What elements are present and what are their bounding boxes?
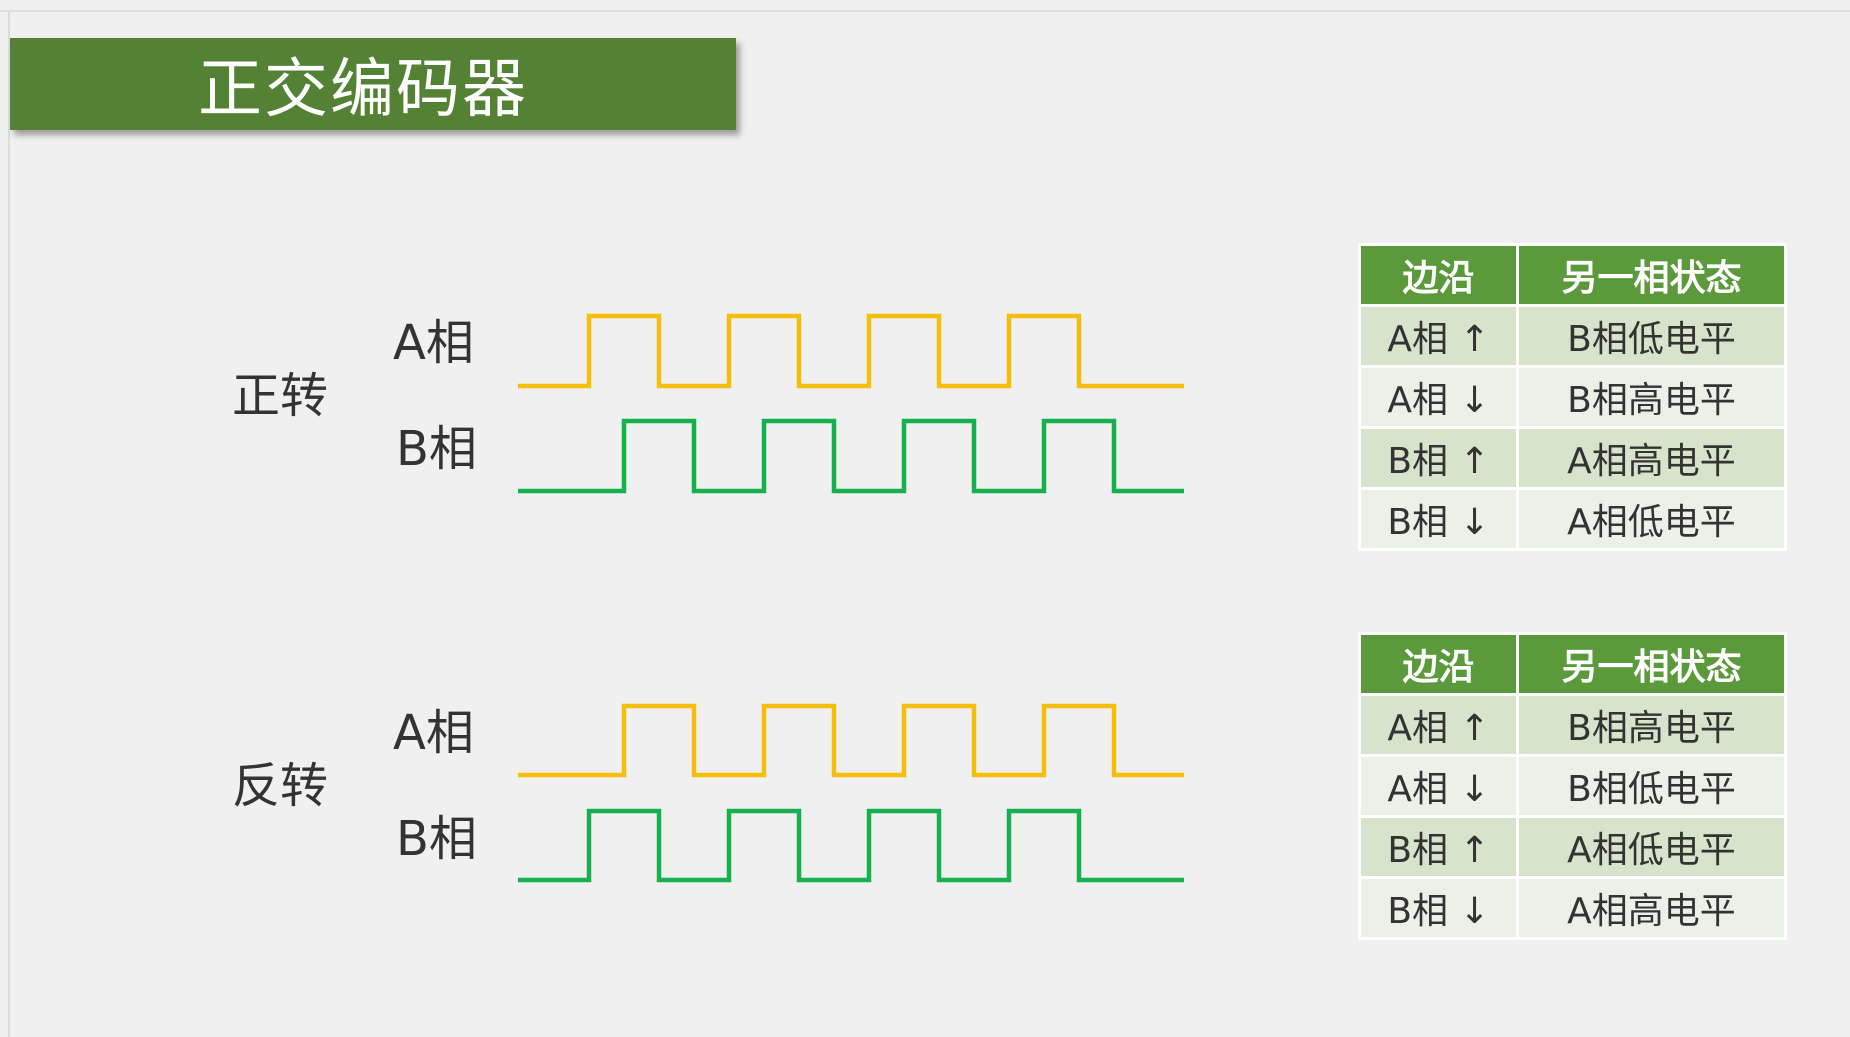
- table-row: A相 ↓ B相低电平: [1358, 754, 1787, 818]
- reverse-phase-b-waveform: [518, 808, 1184, 883]
- reverse-phase-a-label: A相: [393, 705, 474, 761]
- other-phase-header: 另一相状态: [1516, 243, 1787, 307]
- forward-edge-table: 边沿 另一相状态 A相 ↑ B相低电平 A相 ↓ B相高电平 B相 ↑ A相高电…: [1358, 243, 1787, 551]
- table-row: B相 ↑ A相低电平: [1358, 815, 1787, 879]
- table-row: A相 ↑ B相高电平: [1358, 693, 1787, 757]
- forward-phase-a-waveform: [518, 313, 1184, 389]
- reverse-label: 反转: [232, 758, 329, 814]
- state-cell: B相高电平: [1516, 365, 1787, 429]
- table-row: A相 ↑ B相低电平: [1358, 304, 1787, 368]
- left-border: [8, 10, 10, 1037]
- page-title: 正交编码器: [198, 53, 528, 127]
- state-cell: A相低电平: [1516, 815, 1787, 879]
- state-cell: A相高电平: [1516, 426, 1787, 490]
- table-row: B相 ↓ A相高电平: [1358, 876, 1787, 940]
- state-cell: B相高电平: [1516, 693, 1787, 757]
- table-row: A相 ↓ B相高电平: [1358, 365, 1787, 429]
- state-cell: A相低电平: [1516, 487, 1787, 551]
- reverse-phase-a-waveform: [518, 703, 1184, 778]
- state-cell: B相低电平: [1516, 754, 1787, 818]
- edge-cell: A相 ↓: [1358, 365, 1519, 429]
- edge-cell: A相 ↑: [1358, 304, 1519, 368]
- state-cell: B相低电平: [1516, 304, 1787, 368]
- table-row: B相 ↑ A相高电平: [1358, 426, 1787, 490]
- forward-phase-b-label: B相: [396, 421, 477, 477]
- top-border: [0, 0, 1850, 12]
- edge-cell: A相 ↑: [1358, 693, 1519, 757]
- edge-cell: B相 ↓: [1358, 487, 1519, 551]
- forward-label: 正转: [232, 368, 329, 424]
- table-header-row: 边沿 另一相状态: [1358, 632, 1787, 696]
- forward-phase-a-label: A相: [393, 315, 474, 371]
- forward-phase-b-waveform: [518, 418, 1184, 494]
- title-banner: [10, 38, 736, 130]
- table-row: B相 ↓ A相低电平: [1358, 487, 1787, 551]
- reverse-phase-b-label: B相: [396, 811, 477, 867]
- edge-cell: B相 ↓: [1358, 876, 1519, 940]
- edge-header: 边沿: [1358, 243, 1519, 307]
- state-cell: A相高电平: [1516, 876, 1787, 940]
- edge-cell: B相 ↑: [1358, 815, 1519, 879]
- edge-cell: A相 ↓: [1358, 754, 1519, 818]
- table-header-row: 边沿 另一相状态: [1358, 243, 1787, 307]
- edge-header: 边沿: [1358, 632, 1519, 696]
- edge-cell: B相 ↑: [1358, 426, 1519, 490]
- other-phase-header: 另一相状态: [1516, 632, 1787, 696]
- reverse-edge-table: 边沿 另一相状态 A相 ↑ B相高电平 A相 ↓ B相低电平 B相 ↑ A相低电…: [1358, 632, 1787, 940]
